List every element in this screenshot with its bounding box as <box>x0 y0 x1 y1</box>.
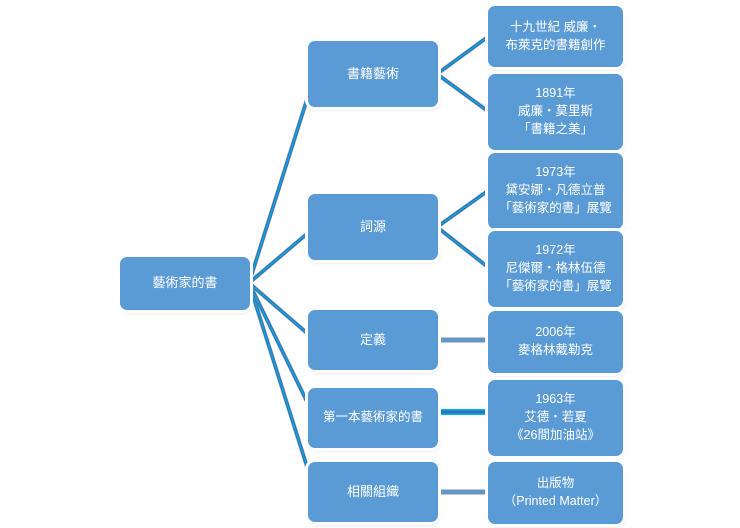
node-etymology[interactable]: 詞源 <box>308 194 438 260</box>
node-definition-line-0: 定義 <box>359 331 386 347</box>
edge-etymology-fan <box>435 188 491 270</box>
node-blake-line-0: 十九世紀 威廉・ <box>510 19 601 34</box>
node-organizations-line-0: 相關組織 <box>346 483 399 499</box>
node-printed-matter[interactable]: 出版物 （Printed Matter） <box>488 462 623 524</box>
node-vanderlip-line-1: 黛安娜・凡德立普 <box>505 183 606 198</box>
node-greenwood[interactable]: 1972年 尼傑爾・格林伍德 「藝術家的書」展覽 <box>488 231 623 307</box>
edge-root-fan <box>247 73 317 493</box>
node-ruscha-line-1: 艾德・若夏 <box>524 410 587 425</box>
node-blake[interactable]: 十九世紀 威廉・ 布萊克的書籍創作 <box>488 6 623 67</box>
node-first-book-line-0: 第一本藝術家的書 <box>322 410 423 425</box>
node-ruscha-line-2: 《26間加油站》 <box>511 427 600 442</box>
node-vanderlip-line-2: 「藝術家的書」展覽 <box>499 200 612 215</box>
node-blake-line-1: 布萊克的書籍創作 <box>505 37 606 52</box>
node-organizations[interactable]: 相關組織 <box>308 462 438 522</box>
edge-book-art-fan <box>435 34 491 114</box>
node-root-line-0: 藝術家的書 <box>152 275 218 291</box>
node-morris[interactable]: 1891年 威廉・莫里斯 「書籍之美」 <box>488 74 623 150</box>
node-greenwood-line-0: 1972年 <box>535 243 576 258</box>
node-ruscha-line-0: 1963年 <box>535 392 576 407</box>
node-etymology-line-0: 詞源 <box>359 218 386 234</box>
node-drucker[interactable]: 2006年 麥格林戴勒克 <box>488 311 623 373</box>
node-greenwood-line-1: 尼傑爾・格林伍德 <box>505 261 606 276</box>
node-definition[interactable]: 定義 <box>308 310 438 370</box>
node-printed-matter-line-0: 出版物 <box>536 476 575 491</box>
node-drucker-line-1: 麥格林戴勒克 <box>517 343 593 357</box>
node-root[interactable]: 藝術家的書 <box>120 257 250 310</box>
node-vanderlip-line-0: 1973年 <box>535 165 576 180</box>
node-ruscha[interactable]: 1963年 艾德・若夏 《26間加油站》 <box>488 380 623 456</box>
node-printed-matter-line-1: （Printed Matter） <box>503 494 608 508</box>
node-morris-line-1: 威廉・莫里斯 <box>517 104 593 119</box>
node-morris-line-2: 「書籍之美」 <box>517 121 593 136</box>
node-book-art[interactable]: 書籍藝術 <box>308 41 438 107</box>
node-book-art-line-0: 書籍藝術 <box>346 65 399 81</box>
node-greenwood-line-2: 「藝術家的書」展覽 <box>499 278 612 293</box>
node-morris-line-0: 1891年 <box>535 86 576 101</box>
node-drucker-line-0: 2006年 <box>535 325 576 340</box>
node-first-book[interactable]: 第一本藝術家的書 <box>308 388 438 448</box>
node-vanderlip[interactable]: 1973年 黛安娜・凡德立普 「藝術家的書」展覽 <box>488 153 623 229</box>
